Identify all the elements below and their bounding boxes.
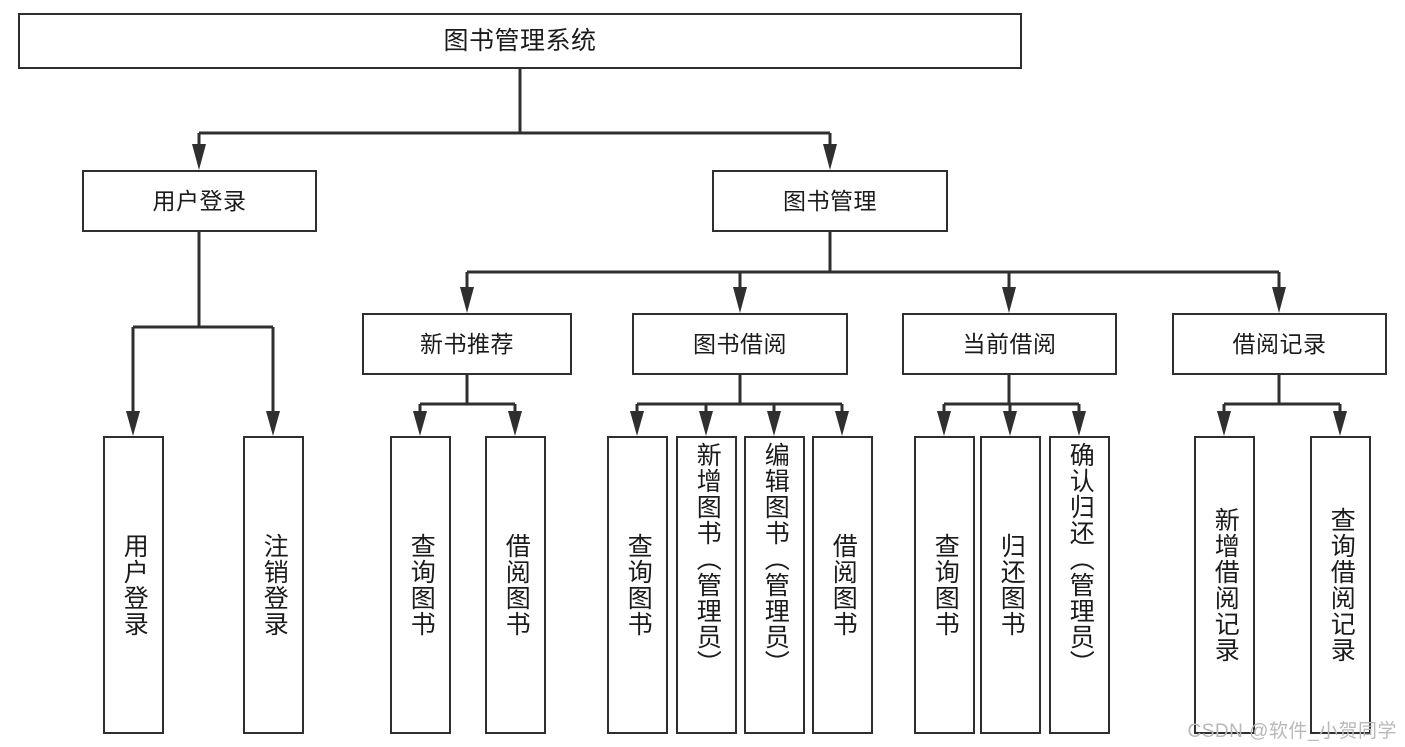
watermark-text: CSDN @软件_小贺同学 <box>1187 721 1397 742</box>
node-label: 编辑图书（管理员） <box>761 442 790 676</box>
node-label: 图书借阅 <box>693 330 787 357</box>
node-label: 查询借阅记录 <box>1327 507 1356 663</box>
node-label: 新增借阅记录 <box>1211 507 1240 663</box>
node-leaf-current-return-book[interactable]: 归还图书 <box>980 436 1041 734</box>
node-label: 图书管理 <box>783 187 877 214</box>
node-leaf-user-login[interactable]: 用户登录 <box>103 436 164 734</box>
node-label: 用户登录 <box>152 187 247 214</box>
node-label: 确认归还（管理员） <box>1066 442 1095 676</box>
node-label: 借阅记录 <box>1232 330 1327 357</box>
arrowheads <box>126 144 1347 436</box>
node-current-borrow[interactable]: 当前借阅 <box>902 313 1117 375</box>
node-label: 归还图书 <box>997 533 1026 637</box>
node-label: 查询图书 <box>407 533 436 637</box>
node-user-login[interactable]: 用户登录 <box>82 170 317 232</box>
node-label: 借阅图书 <box>829 533 858 637</box>
node-leaf-logout[interactable]: 注销登录 <box>243 436 304 734</box>
node-leaf-borrow-query-book[interactable]: 查询图书 <box>607 436 668 734</box>
node-leaf-borrow-add-book-admin[interactable]: 新增图书（管理员） <box>676 436 737 734</box>
node-book-borrow[interactable]: 图书借阅 <box>632 313 848 375</box>
node-root-book-management-system[interactable]: 图书管理系统 <box>18 13 1022 69</box>
node-label: 注销登录 <box>260 533 289 637</box>
node-leaf-recommend-borrow-book[interactable]: 借阅图书 <box>485 436 546 734</box>
node-label: 用户登录 <box>120 533 149 637</box>
node-label: 图书管理系统 <box>443 26 597 55</box>
node-label: 查询图书 <box>624 533 653 637</box>
node-leaf-record-query-record[interactable]: 查询借阅记录 <box>1310 436 1371 734</box>
node-label: 新增图书（管理员） <box>693 442 722 676</box>
node-new-book-recommend[interactable]: 新书推荐 <box>362 313 572 375</box>
node-label: 新书推荐 <box>420 330 514 357</box>
node-label: 当前借阅 <box>962 330 1057 357</box>
node-borrow-record[interactable]: 借阅记录 <box>1172 313 1387 375</box>
node-book-management[interactable]: 图书管理 <box>712 170 948 232</box>
node-leaf-borrow-edit-book-admin[interactable]: 编辑图书（管理员） <box>744 436 805 734</box>
node-label: 借阅图书 <box>502 533 531 637</box>
node-leaf-recommend-query-book[interactable]: 查询图书 <box>390 436 451 734</box>
node-leaf-current-query-book[interactable]: 查询图书 <box>914 436 975 734</box>
node-leaf-current-confirm-return-admin[interactable]: 确认归还（管理员） <box>1049 436 1110 734</box>
node-label: 查询图书 <box>931 533 960 637</box>
node-leaf-record-add-record[interactable]: 新增借阅记录 <box>1194 436 1255 734</box>
node-leaf-borrow-borrow-book[interactable]: 借阅图书 <box>812 436 873 734</box>
